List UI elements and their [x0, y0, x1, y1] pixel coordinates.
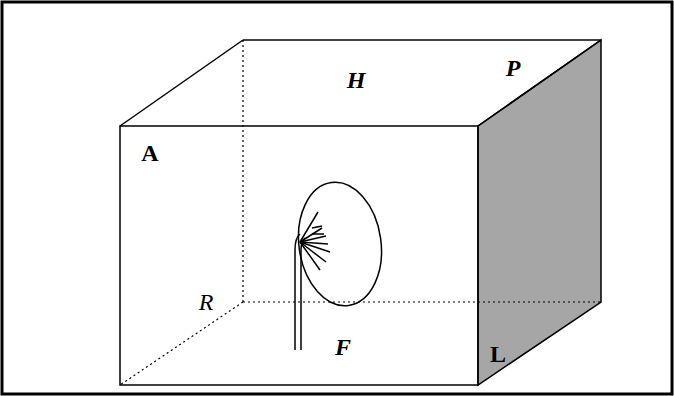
face-label: R: [199, 290, 214, 314]
face-label: A: [141, 141, 158, 165]
face-label: F: [335, 335, 351, 359]
face-label: P: [506, 56, 521, 80]
visible-edges: [120, 40, 601, 385]
hidden-edges: [120, 40, 601, 385]
face-label: L: [490, 342, 506, 366]
plant-figure: [291, 177, 389, 350]
face-label: H: [347, 68, 366, 92]
shaded-face: [478, 40, 601, 385]
